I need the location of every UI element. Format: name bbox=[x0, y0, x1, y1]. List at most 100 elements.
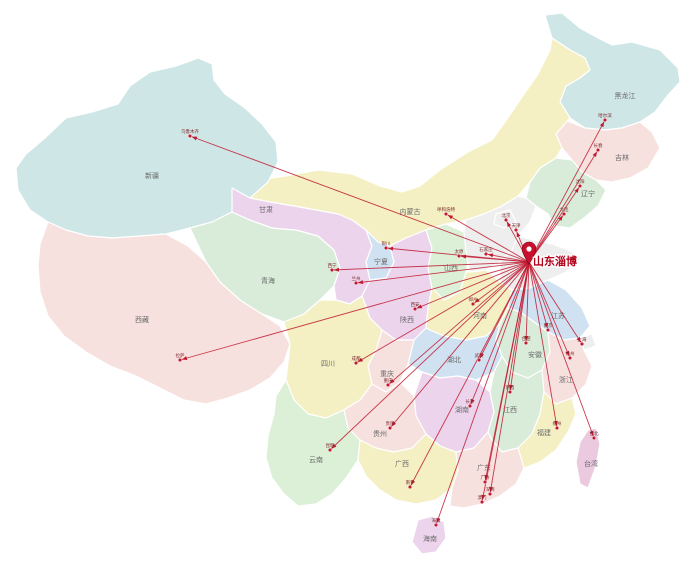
city-label-wulumuqi: 乌鲁木齐 bbox=[181, 128, 199, 135]
city-dot-wuhan bbox=[477, 358, 482, 363]
route-arrow-shenzhen bbox=[489, 486, 494, 493]
route-line-nanning bbox=[409, 261, 530, 488]
route-arrow-shijiazhuang bbox=[487, 253, 494, 258]
province-label-qinghai: 青海 bbox=[261, 276, 275, 285]
route-arrow-haerbin bbox=[599, 121, 605, 128]
city-dot-changsha bbox=[468, 404, 473, 409]
province-label-guangdong: 广东 bbox=[477, 463, 491, 472]
province-label-guangxi: 广西 bbox=[395, 459, 409, 468]
city-label-shenzhen: 深圳 bbox=[486, 486, 495, 493]
route-line-wulumuqi bbox=[189, 135, 530, 263]
city-dot-nanning bbox=[408, 485, 413, 490]
route-line-nanjing bbox=[528, 261, 549, 331]
province-xizang bbox=[37, 221, 291, 405]
route-arrow-beijing bbox=[506, 221, 512, 228]
route-line-taibei bbox=[528, 261, 595, 439]
province-yunnan bbox=[265, 379, 361, 507]
province-label-sichuan: 四川 bbox=[321, 360, 335, 368]
city-dot-hefei bbox=[524, 341, 529, 346]
city-dot-nanjing bbox=[546, 328, 551, 333]
route-line-aomen bbox=[481, 261, 530, 503]
province-label-xinjiang: 新疆 bbox=[145, 171, 159, 180]
origin-pin-icon bbox=[521, 241, 537, 265]
route-arrow-chengdu bbox=[357, 357, 364, 362]
route-line-haerbin bbox=[528, 119, 606, 263]
city-dot-nanchang bbox=[508, 390, 513, 395]
city-label-changchun: 长春 bbox=[594, 142, 603, 149]
city-dot-taiyuan bbox=[457, 253, 462, 258]
province-fujian bbox=[517, 391, 577, 469]
city-label-fuzhou: 福州 bbox=[553, 420, 562, 427]
city-dot-shanghai bbox=[580, 342, 585, 347]
province-label-hunan: 湖南 bbox=[455, 405, 469, 414]
route-line-zhengzhou bbox=[472, 261, 530, 305]
city-dot-wulumuqi bbox=[187, 133, 192, 138]
city-dot-huhehaote bbox=[444, 211, 449, 216]
city-label-shijiazhuang: 石家庄 bbox=[479, 246, 493, 253]
route-line-huhehaote bbox=[445, 213, 530, 263]
route-arrow-guiyang bbox=[391, 421, 397, 427]
city-label-wuhan: 武汉 bbox=[475, 352, 484, 359]
city-dot-beijing bbox=[504, 217, 509, 222]
city-dot-lanzhou bbox=[354, 281, 359, 286]
route-arrow-wuhan bbox=[479, 352, 484, 359]
city-label-haerbin: 哈尔滨 bbox=[598, 112, 612, 119]
city-dot-zhengzhou bbox=[471, 302, 476, 307]
city-label-nanchang: 南昌 bbox=[506, 384, 515, 391]
city-label-guangzhou: 广州 bbox=[481, 474, 490, 481]
city-label-nanjing: 南京 bbox=[544, 322, 553, 329]
province-label-hainan: 海南 bbox=[423, 534, 437, 543]
city-label-zhengzhou: 郑州 bbox=[469, 296, 478, 303]
province-label-guizhou: 贵州 bbox=[373, 429, 387, 438]
province-label-jiangsu: 江苏 bbox=[551, 311, 565, 320]
route-line-hangzhou bbox=[528, 261, 571, 359]
route-arrow-zhengzhou bbox=[474, 298, 480, 303]
province-label-chongqing: 重庆 bbox=[380, 369, 394, 378]
city-label-xian: 西安 bbox=[411, 301, 420, 308]
province-label-henan: 河南 bbox=[473, 311, 487, 320]
route-line-chongqing-city bbox=[387, 261, 530, 386]
route-line-nanchang bbox=[509, 261, 530, 393]
city-label-taibei: 台北 bbox=[590, 430, 599, 437]
province-label-yunnan: 云南 bbox=[309, 455, 323, 464]
city-dot-yinchuan bbox=[384, 245, 389, 250]
province-label-anhui: 安徽 bbox=[528, 350, 542, 359]
route-arrow-taiyuan bbox=[460, 254, 467, 259]
city-label-shanghai: 上海 bbox=[578, 336, 587, 343]
route-line-guiyang bbox=[389, 261, 530, 429]
route-arrow-changsha bbox=[470, 398, 475, 405]
city-label-haikou: 海口 bbox=[432, 517, 441, 524]
route-arrow-shanghai bbox=[576, 337, 581, 343]
city-label-nanning: 南宁 bbox=[406, 479, 415, 486]
province-label-heilongjiang: 黑龙江 bbox=[615, 91, 636, 100]
city-dot-haikou bbox=[434, 523, 439, 528]
city-label-lasa: 拉萨 bbox=[176, 352, 185, 359]
city-label-shenyang: 沈阳 bbox=[576, 178, 585, 185]
province-label-shanxi: 山西 bbox=[444, 263, 458, 272]
city-label-tianjin: 天津 bbox=[512, 222, 521, 229]
city-label-lanzhou: 兰州 bbox=[352, 275, 361, 282]
route-arrow-nanning bbox=[410, 479, 416, 486]
province-label-hubei: 湖北 bbox=[447, 355, 461, 364]
province-label-gansu: 甘肃 bbox=[259, 205, 273, 214]
route-arrow-shenyang bbox=[574, 187, 579, 193]
city-label-beijing: 北京 bbox=[502, 212, 511, 219]
route-arrow-yinchuan bbox=[387, 246, 394, 251]
province-label-jiangxi: 江西 bbox=[503, 406, 517, 414]
city-label-hefei: 合肥 bbox=[522, 335, 531, 342]
route-line-shenzhen bbox=[489, 261, 530, 495]
route-line-chengdu bbox=[355, 261, 530, 364]
city-dot-fuzhou bbox=[555, 426, 560, 431]
route-arrow-chongqing-city bbox=[389, 378, 395, 384]
route-line-shanghai bbox=[528, 261, 583, 345]
route-arrow-hefei bbox=[524, 335, 529, 342]
province-taiwan bbox=[575, 427, 601, 489]
city-dot-kunming bbox=[328, 448, 333, 453]
route-line-hefei bbox=[525, 261, 530, 344]
province-label-taiwan: 台湾 bbox=[584, 459, 598, 468]
city-label-yinchuan: 银川 bbox=[382, 240, 391, 247]
city-dot-hangzhou bbox=[568, 356, 573, 361]
city-dot-taibei bbox=[592, 436, 597, 441]
